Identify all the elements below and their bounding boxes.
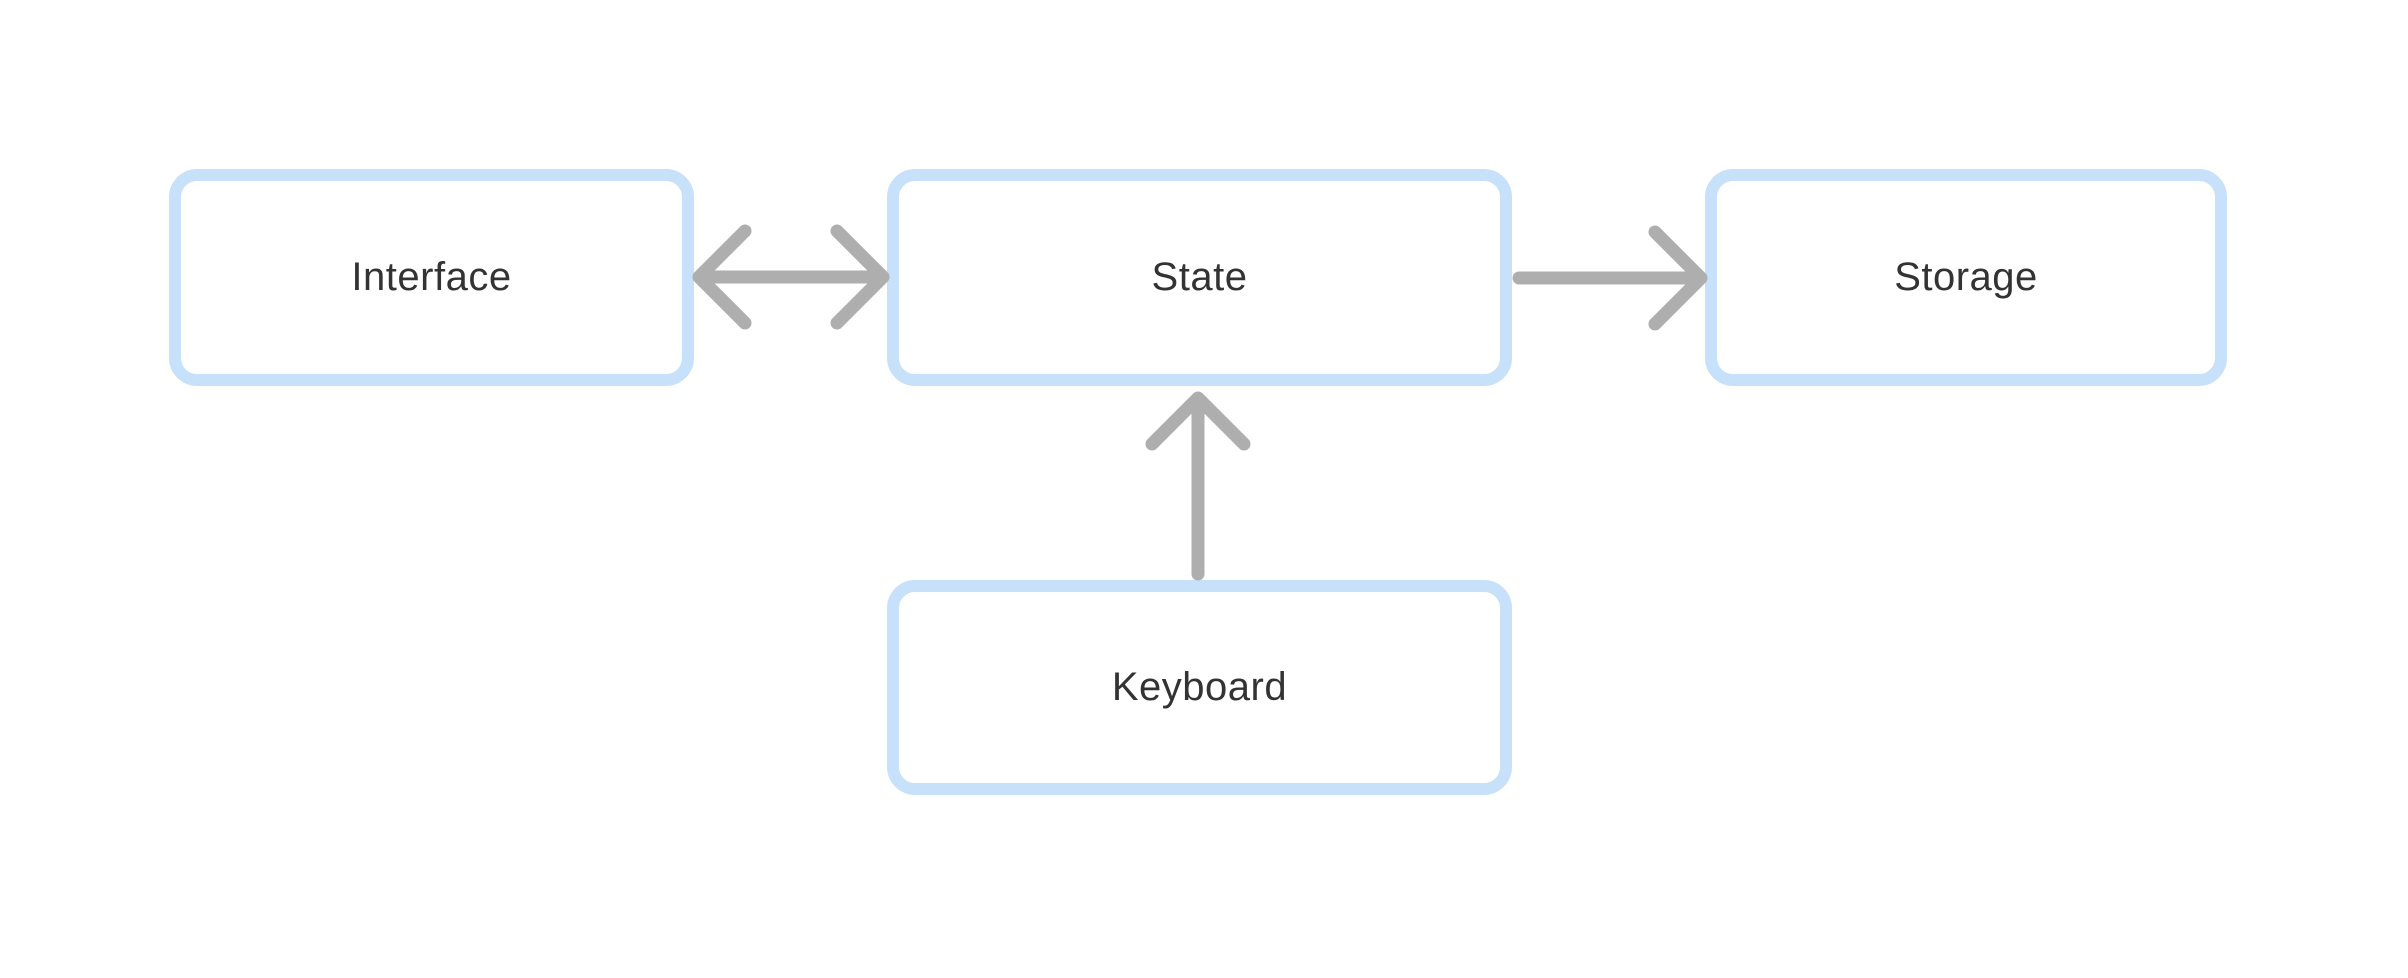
arrowhead-left-icon: [692, 224, 752, 330]
node-keyboard-label: Keyboard: [1111, 665, 1288, 709]
node-interface[interactable]: Interface: [169, 169, 694, 386]
node-keyboard[interactable]: Keyboard: [887, 580, 1512, 795]
arrow-state-storage[interactable]: [1512, 225, 1708, 331]
node-storage-label: Storage: [1894, 255, 2038, 299]
node-interface-label: Interface: [351, 255, 512, 299]
bidirectional-arrow-interface-state[interactable]: [692, 224, 890, 330]
node-state[interactable]: State: [887, 169, 1512, 386]
arrow-keyboard-state[interactable]: [1145, 391, 1251, 581]
arrowhead-up-icon: [1145, 391, 1251, 451]
arrowhead-right-icon: [830, 224, 890, 330]
node-state-label: State: [1151, 255, 1248, 299]
node-storage[interactable]: Storage: [1705, 169, 2227, 386]
arrowhead-right-icon: [1648, 225, 1708, 331]
